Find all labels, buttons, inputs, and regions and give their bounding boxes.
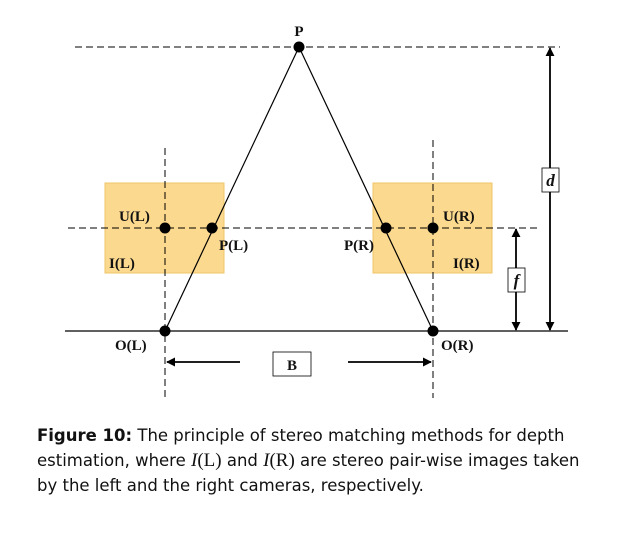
- label-u-left: U(L): [119, 209, 150, 225]
- label-o-left: O(L): [115, 338, 147, 354]
- point-p-left: [206, 222, 218, 234]
- point-u-right: [427, 222, 439, 234]
- caption-text-part-1: The principle of stereo matching methods…: [37, 426, 565, 470]
- focal-label-box: [507, 267, 526, 293]
- point-o-right: [427, 325, 439, 337]
- math-i-left: I(L): [191, 450, 222, 471]
- focal-label: f: [514, 271, 522, 290]
- baseline-label-box: [272, 351, 312, 377]
- caption-text-part-3: are stereo pair-wise images taken by the…: [37, 451, 580, 495]
- stereo-geometry-diagram: P U(L) P(L) I(L) O(L) U(R) P(R) I(R) O(R…: [65, 24, 568, 398]
- point-o-left: [159, 325, 171, 337]
- label-u-right: U(R): [443, 209, 475, 225]
- math-i-right: I(R): [263, 450, 295, 471]
- point-u-left: [159, 222, 171, 234]
- depth-label-box: [541, 167, 560, 193]
- label-p: P: [294, 24, 303, 40]
- point-p-right: [380, 222, 392, 234]
- label-i-left: I(L): [109, 256, 135, 272]
- baseline-label: B: [287, 358, 297, 374]
- label-i-right: I(R): [453, 256, 480, 272]
- label-p-right: P(R): [344, 238, 374, 254]
- figure-caption: Figure 10: The principle of stereo match…: [37, 423, 597, 498]
- label-p-left: P(L): [219, 238, 248, 254]
- depth-label: d: [546, 171, 555, 190]
- right-ray: [298, 46, 434, 332]
- left-ray: [164, 46, 300, 332]
- caption-text-part-2: and: [221, 451, 264, 470]
- figure-number: Figure 10:: [37, 426, 133, 445]
- point-p: [293, 41, 305, 53]
- label-o-right: O(R): [441, 338, 474, 354]
